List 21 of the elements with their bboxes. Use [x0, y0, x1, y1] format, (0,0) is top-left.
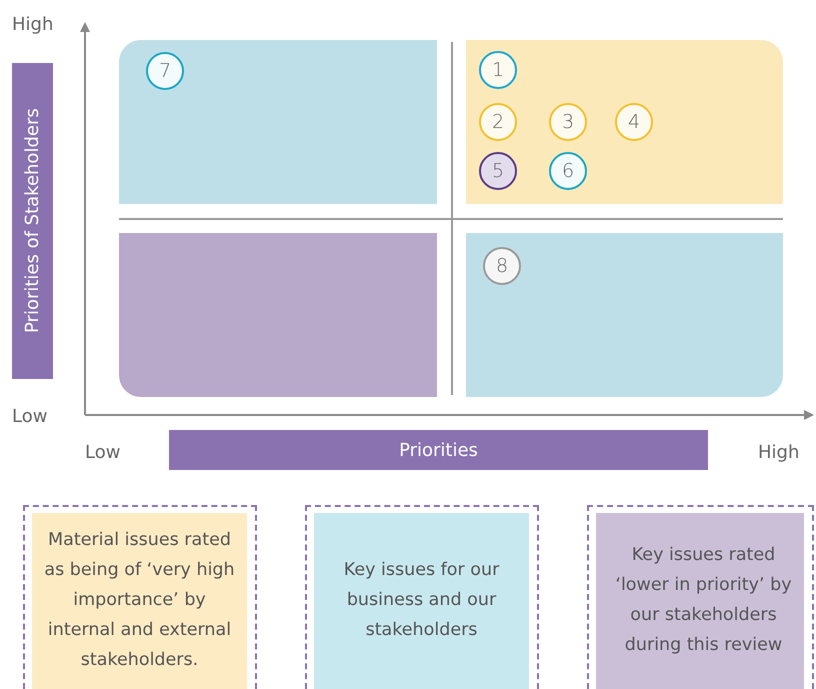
issue-number-circle: 3	[549, 103, 587, 141]
issue-number-circle: 8	[483, 247, 521, 285]
axis-tick-label: High	[758, 442, 800, 463]
quadrant-box	[119, 40, 437, 204]
issue-number-circle: 1	[479, 51, 517, 89]
quadrant-box	[119, 233, 437, 397]
quadrant-box	[466, 40, 783, 204]
legend-text: Key issues rated ‘lower in priority’ by our stakeholders during this review	[614, 544, 793, 657]
issue-number-circle: 2	[479, 103, 517, 141]
quadrant-box	[466, 233, 783, 397]
axis-tick-label: High	[12, 14, 54, 35]
axis-tick-label: Low	[85, 442, 120, 463]
axis-title: Priorities of Stakeholders	[12, 63, 53, 379]
axis-title: Priorities	[169, 430, 708, 470]
issue-number-circle: 5	[479, 152, 517, 190]
issue-number-circle: 4	[615, 103, 653, 141]
issue-number-circle: 6	[549, 152, 587, 190]
legend-text: Material issues rated as being of ‘very high importance’ by internal and external stakeholders.	[43, 529, 236, 672]
axis-tick-label: Low	[12, 406, 48, 427]
legend-text: Key issues for our business and our stakeholders	[342, 559, 500, 642]
issue-number-circle: 7	[146, 52, 184, 90]
